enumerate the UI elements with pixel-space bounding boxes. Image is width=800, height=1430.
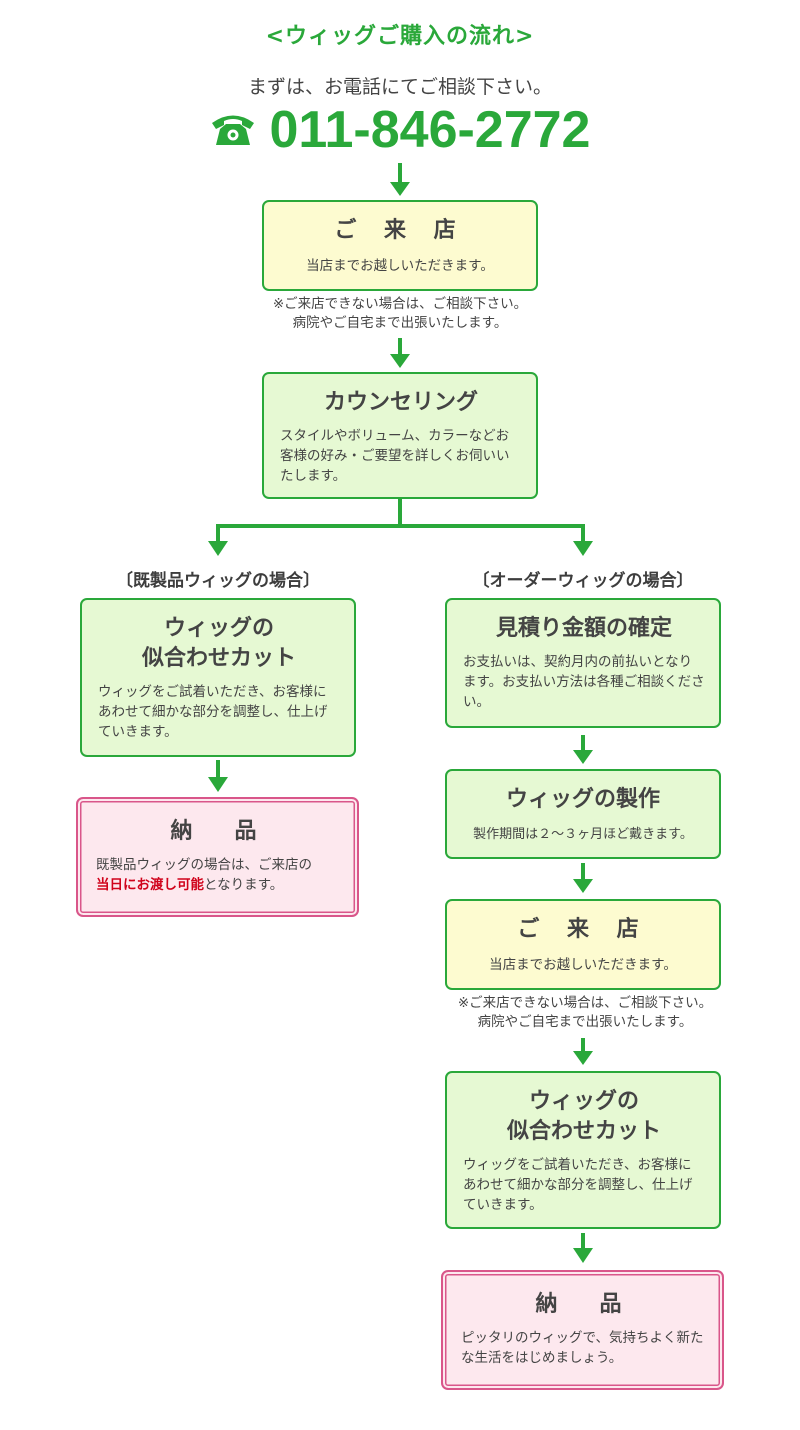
left-fitting-heading-line2: 似合わせカット bbox=[141, 646, 296, 671]
note-line: ※ご来店できない場合は、ご相談下さい。 bbox=[272, 296, 528, 312]
left-fitting-body: ウィッグをご試着いただき、お客様にあわせて細かな部分を調整し、仕上げていきます。 bbox=[98, 684, 328, 740]
right-production-heading: ウィッグの製作 bbox=[505, 787, 660, 812]
right-fitting-box: ウィッグの 似合わせカット ウィッグをご試着いただき、お客様にあわせて細かな部分… bbox=[445, 1071, 721, 1229]
phone-icon bbox=[210, 112, 256, 148]
note-line: 病院やご自宅まで出張いたします。 bbox=[292, 315, 508, 331]
right-visit-note: ※ご来店できない場合は、ご相談下さい。 病院やご自宅まで出張いたします。 bbox=[440, 994, 730, 1032]
phone-number[interactable]: 011-846-2772 bbox=[269, 101, 591, 159]
arrow-down-icon bbox=[573, 750, 593, 764]
right-estimate-heading: 見積り金額の確定 bbox=[495, 616, 672, 641]
arrow-down-icon bbox=[208, 541, 228, 556]
step-visit-box: ご 来 店 当店までお越しいただきます。 bbox=[262, 200, 538, 291]
left-delivery-body: 既製品ウィッグの場合は、ご来店の 当日にお渡し可能となります。 bbox=[96, 855, 341, 895]
left-delivery-body-suffix: となります。 bbox=[204, 877, 284, 893]
arrow-down-icon bbox=[573, 541, 593, 556]
left-delivery-box: 納 品 既製品ウィッグの場合は、ご来店の 当日にお渡し可能となります。 bbox=[76, 797, 359, 917]
step-counseling-body: スタイルやボリューム、カラーなどお客様の好み・ご要望を詳しくお伺いいたします。 bbox=[280, 428, 510, 484]
right-visit-box: ご 来 店 当店までお越しいただきます。 bbox=[445, 899, 721, 990]
phone-number-row[interactable]: 011-846-2772 bbox=[0, 100, 800, 160]
right-visit-body: 当店までお越しいただきます。 bbox=[489, 957, 677, 973]
left-delivery-heading: 納 品 bbox=[170, 819, 267, 844]
page-title: <ウィッグご購入の流れ> bbox=[265, 24, 535, 49]
right-delivery-heading: 納 品 bbox=[535, 1292, 632, 1317]
right-delivery-body: ピッタリのウィッグで、気持ちよく新たな生活をはじめましょう。 bbox=[461, 1330, 704, 1366]
arrow-down-icon bbox=[390, 182, 410, 196]
arrow-down-icon bbox=[208, 777, 228, 792]
right-fitting-body: ウィッグをご試着いただき、お客様にあわせて細かな部分を調整し、仕上げていきます。 bbox=[463, 1157, 693, 1213]
connector-line bbox=[400, 524, 585, 543]
branch-right-label: 〔オーダーウィッグの場合〕 bbox=[472, 571, 694, 591]
right-production-box: ウィッグの製作 製作期間は２～３ヶ月ほど戴きます。 bbox=[445, 769, 721, 859]
arrow-down-icon bbox=[573, 1248, 593, 1263]
left-delivery-body-line1: 既製品ウィッグの場合は、ご来店の bbox=[96, 857, 312, 873]
right-fitting-heading-line1: ウィッグの bbox=[528, 1089, 639, 1114]
branch-left-label: 〔既製品ウィッグの場合〕 bbox=[116, 571, 320, 591]
right-estimate-body: お支払いは、契約月内の前払いとなります。お支払い方法は各種ご相談ください。 bbox=[463, 654, 705, 710]
right-production-body: 製作期間は２～３ヶ月ほど戴きます。 bbox=[473, 827, 693, 842]
right-estimate-box: 見積り金額の確定 お支払いは、契約月内の前払いとなります。お支払い方法は各種ご相… bbox=[445, 598, 721, 728]
arrow-down-icon bbox=[390, 354, 410, 368]
step-visit-note: ※ご来店できない場合は、ご相談下さい。 病院やご自宅まで出張いたします。 bbox=[200, 295, 600, 333]
left-fitting-heading-line1: ウィッグの bbox=[163, 616, 274, 641]
intro-text: まずは、お電話にてご相談下さい。 bbox=[247, 76, 552, 98]
step-visit-body: 当店までお越しいただきます。 bbox=[306, 258, 494, 274]
note-line: ※ご来店できない場合は、ご相談下さい。 bbox=[457, 995, 713, 1011]
note-line: 病院やご自宅まで出張いたします。 bbox=[477, 1014, 693, 1030]
right-fitting-heading-line2: 似合わせカット bbox=[506, 1119, 661, 1144]
step-counseling-heading: カウンセリング bbox=[323, 390, 478, 415]
step-visit-heading: ご 来 店 bbox=[334, 218, 466, 243]
right-visit-heading: ご 来 店 bbox=[517, 917, 649, 942]
arrow-down-icon bbox=[573, 1051, 593, 1065]
left-fitting-box: ウィッグの 似合わせカット ウィッグをご試着いただき、お客様にあわせて細かな部分… bbox=[80, 598, 356, 757]
connector-line bbox=[216, 498, 402, 543]
same-day-highlight: 当日にお渡し可能 bbox=[96, 877, 204, 893]
arrow-down-icon bbox=[573, 879, 593, 893]
step-counseling-box: カウンセリング スタイルやボリューム、カラーなどお客様の好み・ご要望を詳しくお伺… bbox=[262, 372, 538, 499]
left-delivery-body-line2: 当日にお渡し可能となります。 bbox=[96, 875, 341, 895]
right-delivery-box: 納 品 ピッタリのウィッグで、気持ちよく新たな生活をはじめましょう。 bbox=[441, 1270, 724, 1390]
